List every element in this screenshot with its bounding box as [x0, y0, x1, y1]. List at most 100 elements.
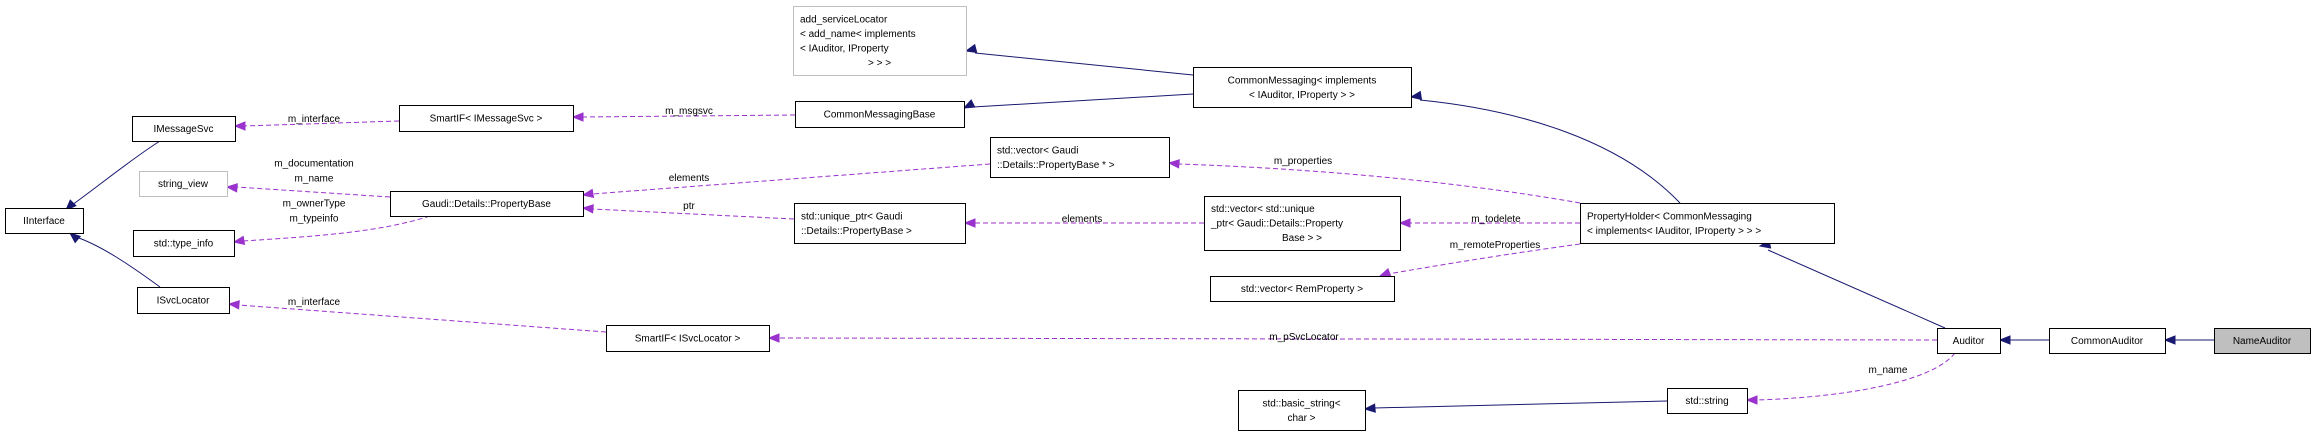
node-label: add_serviceLocator [800, 14, 888, 25]
arrowhead-icon [962, 99, 976, 109]
nodes-layer: IInterface IMessageSvcstring_viewstd::typ… [5, 6, 2311, 431]
edge-line [591, 208, 795, 220]
edge-label: m_name [295, 174, 334, 185]
node-propertybase[interactable]: Gaudi::Details::PropertyBase [390, 191, 584, 217]
edge-label: elements [669, 173, 710, 184]
arrowhead-icon [1998, 335, 2011, 345]
edge-label: m_ownerType [283, 199, 346, 210]
edge-line [71, 140, 161, 206]
node-label: Base > > [1282, 233, 1322, 244]
node-label: < IAuditor, IProperty [800, 43, 889, 54]
node-isvclocator[interactable]: ISvcLocator [137, 287, 230, 314]
arrowhead-icon [964, 43, 978, 54]
node-box [1937, 328, 2001, 354]
node-label: < add_name< implements [800, 29, 916, 40]
arrowhead-icon [1363, 403, 1376, 413]
arrowhead-icon [581, 204, 594, 214]
edge-label: m_typeinfo [290, 214, 339, 225]
node-iinterface[interactable]: IInterface [5, 208, 84, 234]
node-label: char > [1287, 413, 1315, 424]
edge-label: m_pSvcLocator [1269, 332, 1339, 343]
node-box [390, 191, 584, 217]
node-label: IInterface [23, 216, 65, 227]
usage-edge-propertybase-to-type-info: m_ownerType m_typeinfo [232, 199, 431, 245]
node-box [1193, 67, 1412, 108]
node-label: ::Details::PropertyBase > [801, 226, 912, 237]
node-label: ::Details::PropertyBase * > [997, 160, 1115, 171]
inheritance-edge-commonauditor-to-auditor [1998, 335, 2049, 345]
node-label: CommonAuditor [2071, 336, 2144, 347]
node-type-info[interactable]: std::type_info [133, 230, 235, 257]
node-smartif-imessagesvc[interactable]: SmartIF< IMessageSvc > [399, 105, 574, 132]
node-label: std::vector< std::unique [1211, 204, 1315, 215]
node-unique-ptr-propertybase[interactable]: std::unique_ptr< Gaudi::Details::Propert… [794, 203, 966, 244]
usage-edge-vector-propertybase-ptr-to-propertybase: elements [581, 163, 991, 198]
node-box [795, 101, 965, 128]
usage-edge-propertyholder-to-vector-propertybase-ptr: m_properties [1167, 156, 1581, 204]
node-label: std::basic_string< [1262, 398, 1340, 409]
edge-label: elements [1062, 214, 1103, 225]
edge-label: m_todelete [1471, 214, 1521, 225]
arrowhead-icon [65, 199, 77, 211]
node-commonmessagingbase[interactable]: CommonMessagingBase [795, 101, 965, 128]
node-box [793, 6, 967, 76]
edge-line [972, 93, 1194, 108]
node-box [139, 171, 228, 197]
edge-line [1387, 243, 1581, 275]
edge-line [75, 236, 161, 288]
edge-line [591, 163, 991, 195]
edges-layer: m_interfacem_msgsvcm_documentationm_name… [65, 43, 2214, 413]
arrowhead-icon [581, 188, 595, 198]
usage-edge-propertyholder-to-vector-remproperty: m_remoteProperties [1378, 240, 1581, 277]
arrowhead-icon [1398, 218, 1411, 228]
arrowhead-icon [68, 232, 82, 244]
edge-line [237, 304, 607, 333]
node-commonauditor[interactable]: CommonAuditor [2049, 328, 2166, 354]
node-auditor[interactable]: Auditor [1937, 328, 2001, 354]
node-label: string_view [158, 179, 209, 190]
edge-label: m_name [1869, 365, 1908, 376]
edge-label: m_msgsvc [665, 106, 713, 117]
edge-line [1767, 249, 1946, 329]
node-vector-propertybase-ptr[interactable]: std::vector< Gaudi::Details::PropertyBas… [990, 137, 1170, 178]
node-nameauditor[interactable]: NameAuditor [2214, 328, 2311, 354]
edge-line [1419, 99, 1681, 204]
arrowhead-icon [225, 183, 238, 193]
arrowhead-icon [1378, 267, 1392, 277]
node-commonmessaging[interactable]: CommonMessaging< implements< IAuditor, I… [1193, 67, 1412, 108]
node-label: CommonMessaging< implements [1228, 75, 1377, 86]
edge-line [1177, 163, 1581, 204]
node-string-view[interactable]: string_view [139, 171, 228, 197]
node-add-servicelocator[interactable]: add_serviceLocator < add_name< implements… [793, 6, 967, 76]
inheritance-edge-isvclocator-to-iinterface [68, 232, 161, 288]
node-label: SmartIF< ISvcLocator > [635, 334, 741, 345]
node-label: _ptr< Gaudi::Details::Property [1210, 219, 1343, 230]
node-label: std::type_info [154, 239, 214, 250]
node-vector-unique-ptr[interactable]: std::vector< std::unique_ptr< Gaudi::Det… [1204, 196, 1401, 251]
arrowhead-icon [227, 300, 240, 310]
arrowhead-icon [1745, 395, 1758, 405]
inheritance-edge-auditor-to-propertyholder [1758, 239, 1946, 329]
inheritance-edge-commonmessaging-to-add-servicelocator [964, 43, 1194, 76]
node-box [5, 208, 84, 234]
node-box [399, 105, 574, 132]
node-smartif-isvclocator[interactable]: SmartIF< ISvcLocator > [606, 325, 770, 352]
inheritance-edge-imessagesvc-to-iinterface [65, 140, 161, 211]
node-label: ISvcLocator [157, 296, 210, 307]
node-label: Auditor [1953, 336, 1985, 347]
node-vector-remproperty[interactable]: std::vector< RemProperty > [1210, 276, 1395, 302]
node-std-string[interactable]: std::string [1667, 388, 1748, 414]
arrowhead-icon [2163, 335, 2176, 345]
edge-label: m_interface [288, 114, 341, 125]
inheritance-edge-nameauditor-to-commonauditor [2163, 335, 2214, 345]
edge-line [1755, 352, 1956, 401]
arrowhead-icon [571, 112, 584, 122]
arrowhead-icon [1409, 90, 1423, 101]
node-imessagesvc[interactable]: IMessageSvc [132, 116, 236, 142]
node-basic-string[interactable]: std::basic_string<char > [1238, 390, 1366, 431]
node-box [2214, 328, 2311, 354]
edge-line [974, 52, 1194, 76]
node-label: IMessageSvc [153, 124, 213, 135]
node-propertyholder[interactable]: PropertyHolder< CommonMessaging< impleme… [1580, 203, 1835, 244]
node-box [132, 116, 236, 142]
